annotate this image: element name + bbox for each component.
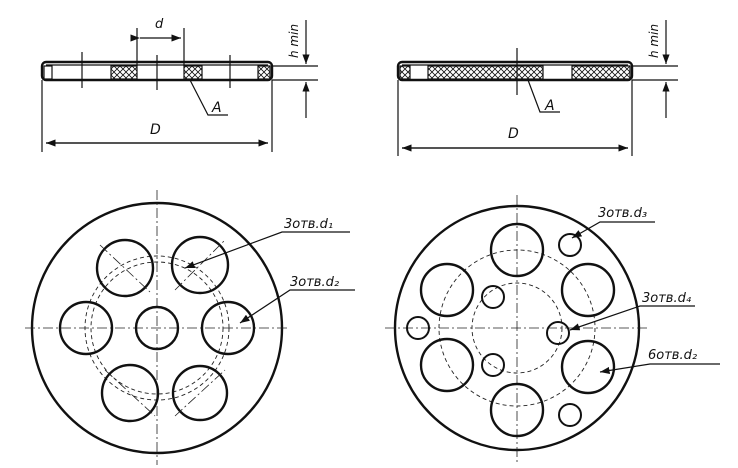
callout-3-holes-d2: 3отв.d₂: [290, 275, 339, 290]
dim-h-label-right: h min: [647, 24, 661, 58]
plan-view-left: 3отв.d₁ 3отв.d₂: [25, 190, 355, 465]
dim-D-label-right: D: [508, 126, 519, 142]
section-a-label: A: [211, 100, 222, 116]
section-a-label-right: A: [544, 98, 555, 114]
side-view-right: h min A D: [396, 20, 678, 156]
dim-D-label: D: [150, 122, 161, 138]
callout-3-holes-d1: 3отв.d₁: [284, 217, 333, 232]
callout-6-holes-d2: 6отв.d₂: [648, 348, 697, 363]
callout-3-holes-d4: 3отв.d₄: [642, 291, 692, 306]
callout-3-holes-d3: 3отв.d₃: [598, 206, 647, 221]
dim-d-label: d: [155, 17, 164, 32]
plan-view-right: 3отв.d₃ 3отв.d₄ 6отв.d₂: [385, 195, 720, 462]
side-view-left: d h min A D: [40, 17, 318, 152]
dim-h-label: h min: [287, 24, 301, 58]
